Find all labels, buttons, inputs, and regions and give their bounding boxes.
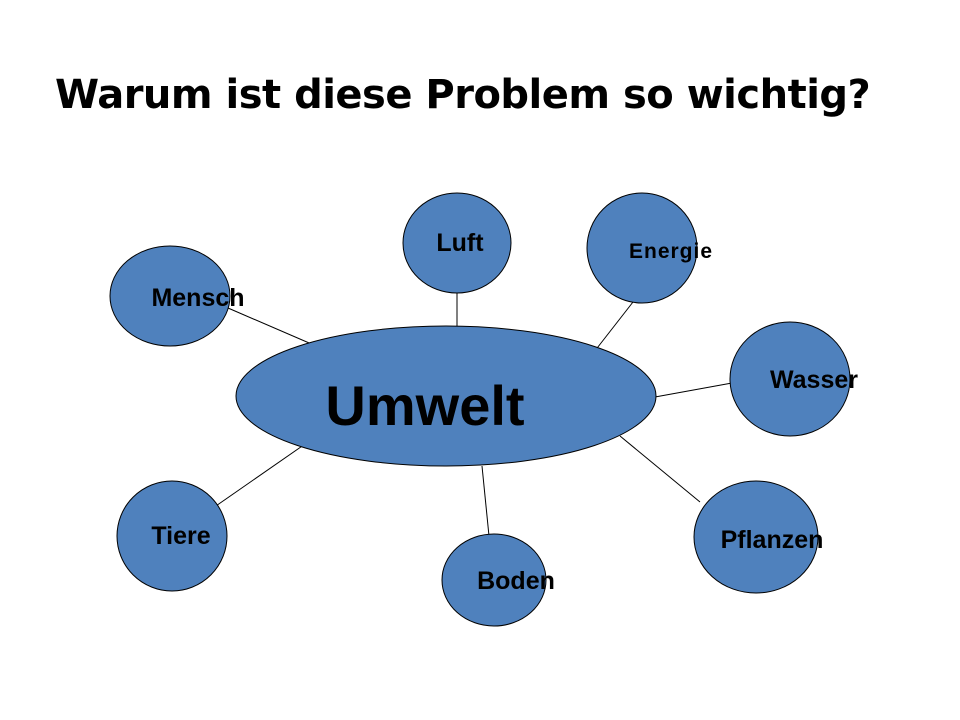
node-mensch: Mensch — [109, 245, 245, 347]
node-tiere: Tiere — [116, 480, 228, 592]
node-tiere-label: Tiere — [151, 522, 210, 550]
connector-energie — [593, 301, 634, 353]
connector-wasser — [654, 382, 733, 398]
node-boden-label: Boden — [477, 567, 555, 595]
node-pflanzen: Pflanzen — [693, 480, 824, 594]
node-energie-circle — [586, 192, 698, 304]
connector-tiere — [212, 441, 309, 509]
node-mensch-label: Mensch — [151, 284, 244, 312]
connector-pflanzen — [619, 435, 701, 503]
node-energie: Energie — [586, 192, 713, 304]
node-wasser-circle — [729, 321, 851, 437]
node-pflanzen-label: Pflanzen — [721, 526, 824, 554]
center-label: Umwelt — [325, 374, 524, 437]
connector-boden — [481, 465, 490, 537]
node-pflanzen-circle — [693, 480, 819, 594]
node-tiere-circle — [116, 480, 228, 592]
node-luft: Luft — [402, 192, 512, 294]
node-luft-circle — [402, 192, 512, 294]
node-wasser-label: Wasser — [770, 366, 858, 394]
node-energie-label: Energie — [629, 240, 713, 263]
node-mensch-circle — [109, 245, 231, 347]
slide-title: Warum ist diese Problem so wichtig? — [55, 72, 871, 118]
node-luft-label: Luft — [436, 229, 484, 257]
center-ellipse — [235, 325, 657, 467]
node-boden-circle — [441, 533, 547, 627]
center-node: Umwelt — [235, 325, 657, 467]
node-boden: Boden — [441, 533, 555, 627]
node-wasser: Wasser — [729, 321, 858, 437]
